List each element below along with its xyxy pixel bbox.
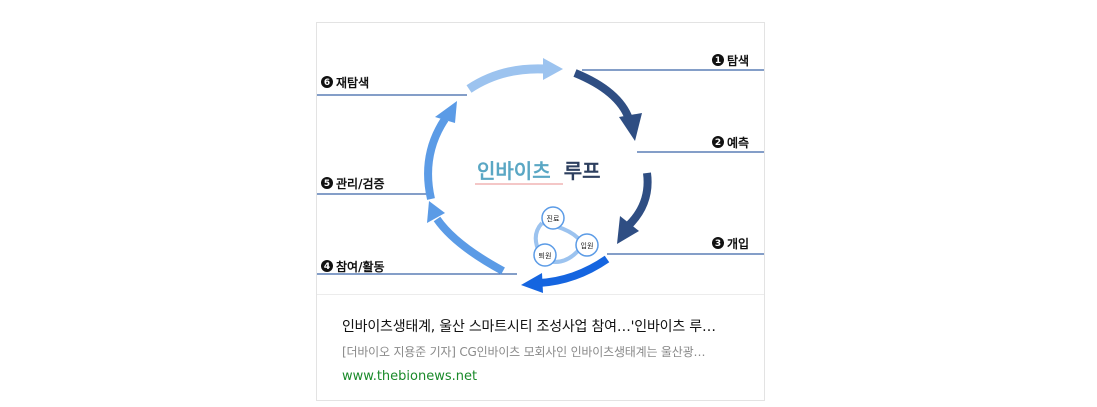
svg-text:퇴원: 퇴원 (539, 251, 552, 260)
svg-text:1: 1 (715, 56, 721, 66)
arc-5-to-6 (424, 116, 449, 200)
svg-text:관리/검증: 관리/검증 (336, 176, 385, 191)
arrowhead-5-to-6 (435, 101, 457, 123)
arrowhead-1-to-2 (619, 113, 642, 141)
svg-text:예측: 예측 (727, 135, 749, 150)
arrowhead-6-to-1 (543, 58, 563, 80)
label-5: 5 관리/검증 (321, 176, 385, 191)
svg-text:3: 3 (715, 239, 721, 249)
label-1: 1 탐색 (712, 53, 749, 68)
svg-text:참여/활동: 참여/활동 (336, 259, 385, 274)
svg-text:5: 5 (324, 179, 330, 189)
svg-text:6: 6 (324, 78, 330, 88)
inner-node-3: 퇴원 (533, 243, 557, 267)
svg-text:입원: 입원 (581, 241, 594, 250)
svg-text:진료: 진료 (547, 214, 560, 223)
card-source-link[interactable]: www.thebionews.net (342, 369, 478, 384)
svg-text:개입: 개입 (727, 237, 749, 251)
label-4: 4 참여/활동 (321, 259, 385, 274)
inner-node-2: 입원 (575, 233, 599, 257)
preview-thumbnail[interactable]: 진료 입원 퇴원 인바이츠 루프 1 탐색 (317, 23, 764, 295)
card-snippet[interactable]: [더바이오 지용준 기자] CG인바이츠 모회사인 인바이츠생태계는 울산광… (342, 345, 706, 359)
arc-6-to-1 (466, 64, 546, 93)
arc-2-to-3 (626, 172, 652, 228)
arc-4-to-5 (433, 216, 505, 275)
inner-loop (533, 221, 586, 264)
arrowhead-4-to-5 (427, 201, 445, 223)
svg-text:재탐색: 재탐색 (336, 75, 369, 90)
inbites-loop-diagram: 진료 입원 퇴원 인바이츠 루프 1 탐색 (317, 53, 764, 293)
arc-3-to-4 (538, 255, 610, 287)
link-preview-card[interactable]: 진료 입원 퇴원 인바이츠 루프 1 탐색 (316, 22, 765, 401)
svg-text:탐색: 탐색 (727, 53, 749, 68)
label-6: 6 재탐색 (321, 75, 369, 90)
inner-node-1: 진료 (541, 206, 565, 230)
arc-1-to-2 (573, 69, 633, 121)
svg-text:2: 2 (715, 138, 721, 148)
label-2: 2 예측 (712, 135, 749, 150)
arrowhead-3-to-4 (521, 273, 543, 293)
card-title[interactable]: 인바이츠생태계, 울산 스마트시티 조성사업 참여…'인바이츠 루… (342, 319, 716, 335)
center-title: 인바이츠 루프 (477, 159, 601, 183)
svg-text:4: 4 (324, 262, 330, 272)
arrowhead-2-to-3 (617, 216, 639, 244)
label-3: 3 개입 (712, 237, 749, 251)
